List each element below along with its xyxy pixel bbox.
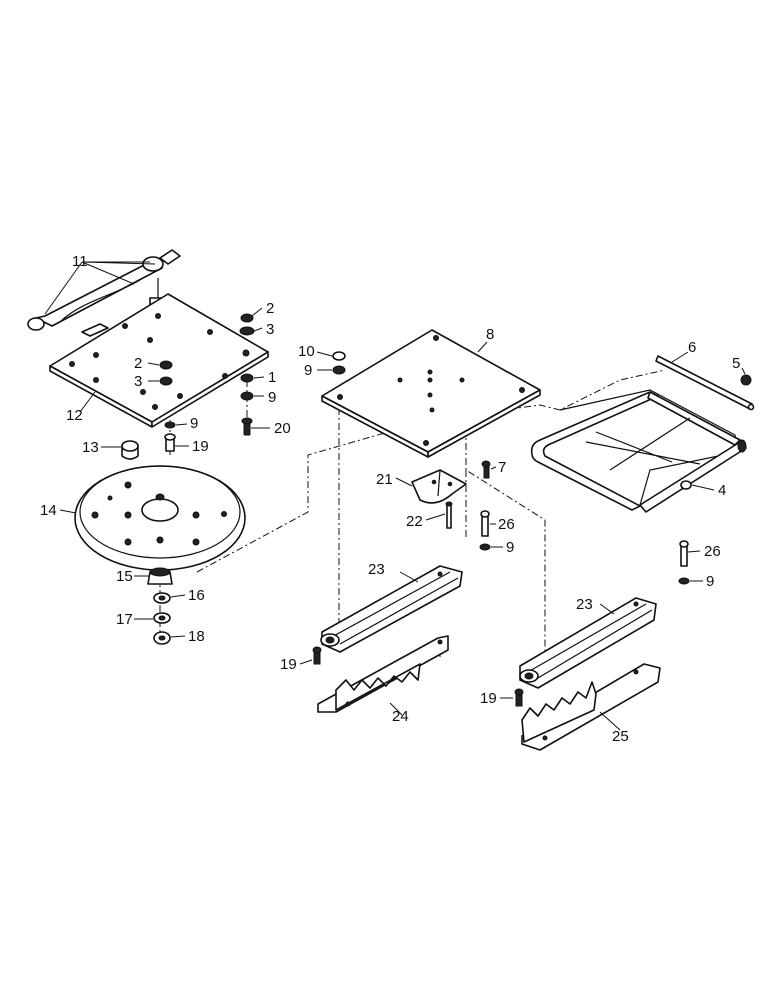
screw-19-left bbox=[312, 646, 322, 665]
disc-fastener-stack bbox=[147, 567, 173, 645]
callout-9: 9 bbox=[268, 389, 276, 406]
callout-9: 9 bbox=[706, 573, 714, 590]
callout-15: 15 bbox=[116, 568, 133, 585]
callout-24: 24 bbox=[392, 708, 409, 725]
callout-18: 18 bbox=[188, 628, 205, 645]
leader-lines bbox=[44, 261, 746, 731]
bolt-7 bbox=[481, 460, 491, 479]
callout-26: 26 bbox=[704, 543, 721, 560]
callout-16: 16 bbox=[188, 587, 205, 604]
turntable-disc bbox=[74, 465, 246, 571]
callout-17: 17 bbox=[116, 611, 133, 628]
plate-washers bbox=[332, 351, 346, 375]
callout-11: 11 bbox=[72, 253, 88, 270]
callout-9: 9 bbox=[506, 539, 514, 556]
callout-labels: 11 2 3 1 9 20 2 3 12 9 19 13 14 15 16 17… bbox=[40, 253, 740, 745]
rod-nut bbox=[740, 374, 752, 386]
callout-6: 6 bbox=[688, 339, 696, 356]
bolt-22 bbox=[445, 501, 453, 529]
bolt-26-right bbox=[678, 540, 690, 585]
bolt-26-left bbox=[479, 510, 491, 551]
callout-10: 10 bbox=[298, 343, 315, 360]
knob bbox=[121, 440, 139, 460]
callout-26: 26 bbox=[498, 516, 515, 533]
rack-24 bbox=[317, 635, 449, 713]
callout-5: 5 bbox=[732, 355, 740, 372]
callout-3: 3 bbox=[134, 373, 142, 390]
fastener-stack-right bbox=[239, 313, 255, 436]
callout-9: 9 bbox=[304, 362, 312, 379]
callout-14: 14 bbox=[40, 502, 57, 519]
callout-23: 23 bbox=[576, 596, 593, 613]
fastener-stack-center bbox=[159, 360, 173, 386]
bracket-21 bbox=[411, 469, 467, 504]
callout-7: 7 bbox=[498, 459, 506, 476]
callout-4: 4 bbox=[718, 482, 726, 499]
callout-20: 20 bbox=[274, 420, 291, 437]
pivot-rod bbox=[655, 355, 755, 411]
callout-19: 19 bbox=[480, 690, 497, 707]
slide-rail-right bbox=[519, 597, 657, 689]
callout-2: 2 bbox=[134, 355, 142, 372]
callout-9: 9 bbox=[190, 415, 198, 432]
seat-mounting-plate bbox=[321, 329, 541, 458]
callout-19: 19 bbox=[280, 656, 297, 673]
callout-2: 2 bbox=[266, 300, 274, 317]
callout-25: 25 bbox=[612, 728, 629, 745]
rack-25 bbox=[521, 663, 661, 751]
swivel-top-plate bbox=[49, 293, 269, 428]
callout-23: 23 bbox=[368, 561, 385, 578]
callout-1: 1 bbox=[268, 369, 276, 386]
seat-frame-handle bbox=[530, 389, 747, 513]
callout-12: 12 bbox=[66, 407, 83, 424]
callout-13: 13 bbox=[82, 439, 99, 456]
slide-rail-left bbox=[320, 565, 463, 653]
callout-22: 22 bbox=[406, 513, 423, 530]
callout-19: 19 bbox=[192, 438, 209, 455]
screw-19-right bbox=[514, 688, 524, 707]
fastener-stack-under bbox=[164, 421, 176, 452]
callout-8: 8 bbox=[486, 326, 494, 343]
callout-3: 3 bbox=[266, 321, 274, 338]
callout-21: 21 bbox=[376, 471, 393, 488]
